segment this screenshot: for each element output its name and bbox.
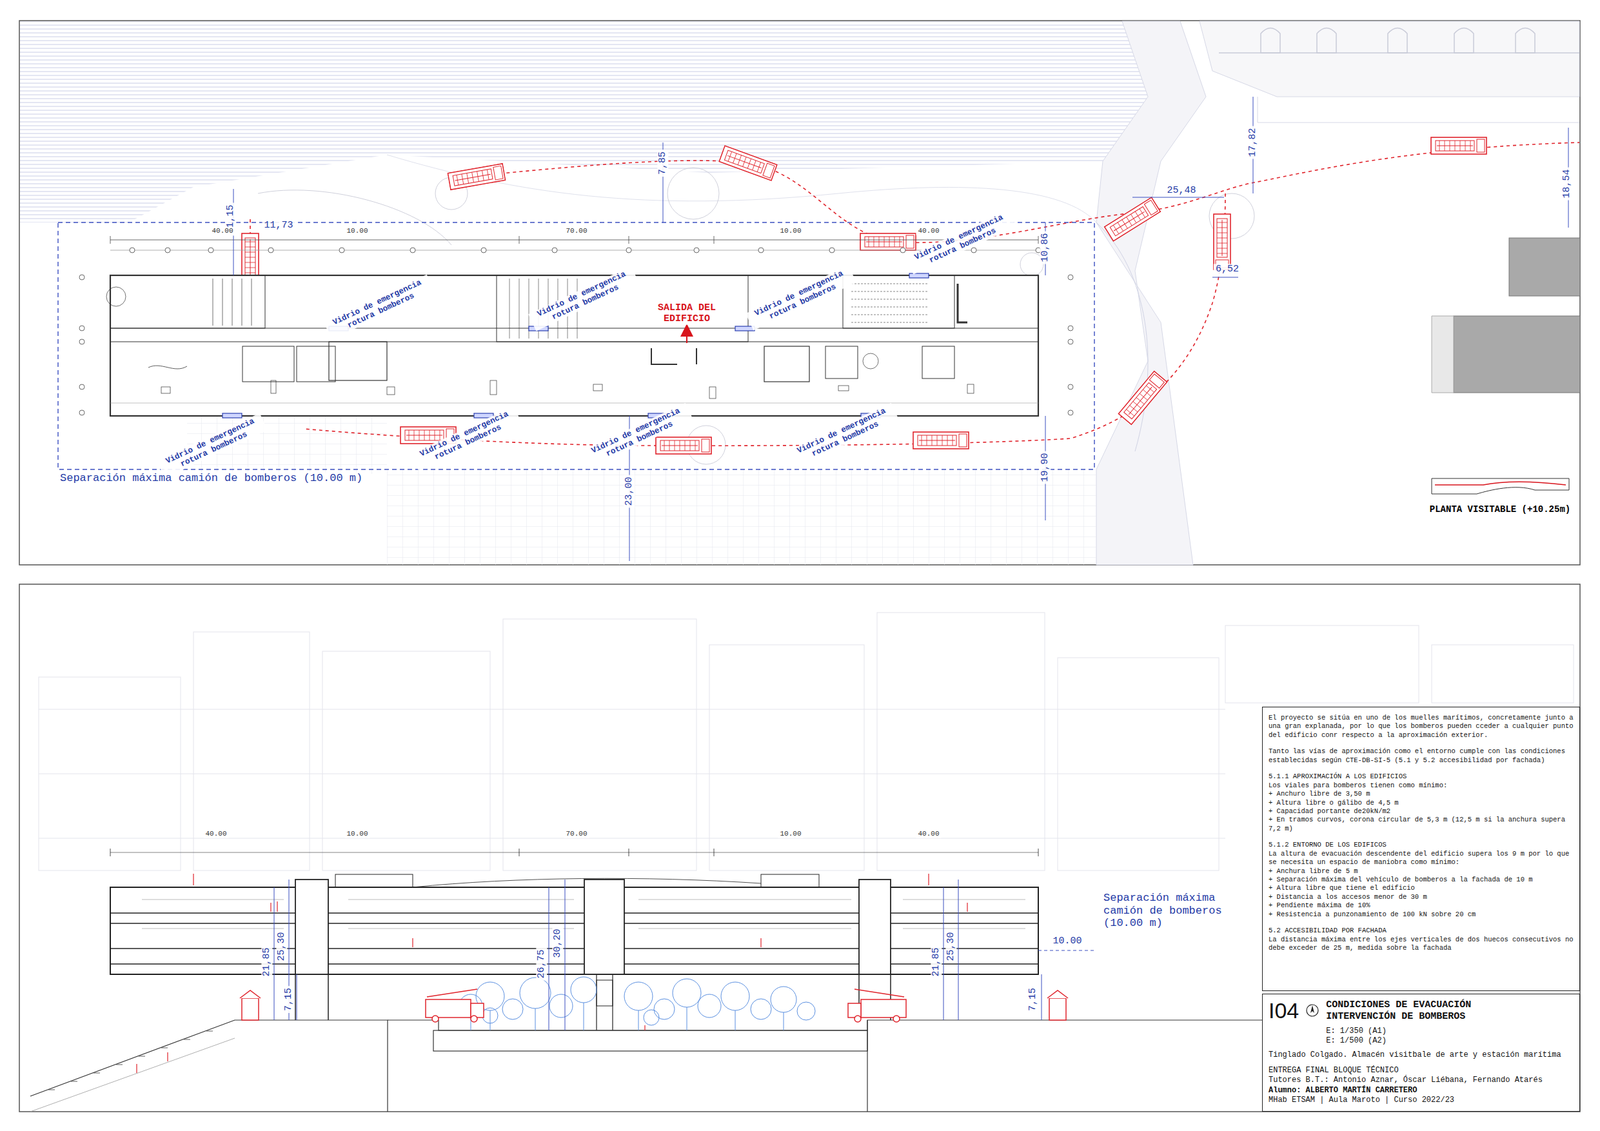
note-text: La altura de evacuación descendente del … <box>1268 849 1574 868</box>
sheet-number: I04 <box>1268 999 1299 1022</box>
title-info: ENTREGA FINAL BLOQUE TÉCNICO <box>1268 1066 1574 1077</box>
dimension-label: 10.00 <box>777 227 803 236</box>
title-info: Tutores B.T.: Antonio Aznar, Óscar Liéba… <box>1268 1075 1574 1087</box>
dimension-lines <box>233 96 1569 562</box>
dimension-label: PLANTA VISITABLE (+10.25m) <box>1427 504 1573 515</box>
dimension-label: 40.00 <box>915 227 941 236</box>
dimension-label: 40.00 <box>915 829 941 839</box>
dimension-label: 17,82 <box>1247 125 1259 159</box>
dimension-label: 7,15 <box>1027 986 1039 1014</box>
dimension-label: 70.00 <box>563 227 589 236</box>
title-info: Tinglado Colgado. Almacén visitbale de a… <box>1268 1050 1574 1061</box>
dimension-label: 10.00 <box>777 829 803 839</box>
note-text: + En tramos curvos, corona circular de 5… <box>1268 815 1574 834</box>
title-info: MHab ETSAM | Aula Maroto | Curso 2022/23 <box>1268 1095 1574 1107</box>
dimension-label: 7,15 <box>283 986 295 1014</box>
dimension-label: 21,85 <box>930 945 942 979</box>
exit-label: SALIDA DEL EDIFICIO <box>646 302 728 326</box>
note-text: + Pendiente máxima de 10% <box>1268 901 1574 910</box>
dimension-label: 30,20 <box>552 926 563 960</box>
dimension-label: 7,85 <box>657 149 669 177</box>
dimension-label: 25,30 <box>945 929 957 963</box>
dimension-label: 26,75 <box>535 947 547 981</box>
dimension-label: 40.00 <box>209 227 235 236</box>
section-ground <box>30 1020 1263 1112</box>
dimension-label: Separación máxima camión de bomberos (10… <box>58 472 365 485</box>
dimension-label: Separación máxima camión de bomberos (10… <box>1101 891 1254 930</box>
title-row: I04 CONDICIONES DE EVACUACIÓN INTERVENCIÓ… <box>1268 999 1574 1047</box>
note-text: + Distancia a los accesos menor de 30 m <box>1268 893 1574 902</box>
dimension-label: 40.00 <box>203 829 229 839</box>
people <box>136 873 968 1074</box>
sheet-title: CONDICIONES DE EVACUACIÓN INTERVENCIÓN D… <box>1325 999 1501 1023</box>
title-info: Alumno: ALBERTO MARTÍN CARRETERO <box>1268 1086 1574 1097</box>
note-text: + Anchura libre de 5 m <box>1268 867 1574 876</box>
dimension-label: 11,73 <box>261 219 295 231</box>
scale-text: E: 1/350 (A1) <box>1325 1026 1501 1038</box>
notes-box: El proyecto se sitúa en uno de los muell… <box>1262 706 1581 992</box>
section-thumbnail <box>1431 478 1570 494</box>
section-building <box>110 848 1039 1031</box>
sheet-frames <box>19 20 1581 1112</box>
note-text: La distancia máxima entre los ejes verti… <box>1268 935 1574 954</box>
dimension-label: 21,85 <box>261 945 273 979</box>
note-text: Tanto las vías de aproximación como el e… <box>1268 747 1574 765</box>
section-dimension-lines <box>274 879 1097 1031</box>
note-text: + Capacidad portante de20kN/m2 <box>1268 807 1574 816</box>
dimension-label: 25,48 <box>1164 185 1198 197</box>
scale-text: E: 1/500 (A2) <box>1325 1036 1501 1047</box>
exit-arrow <box>686 330 688 344</box>
note-text: + Resistencia a punzonamiento de 100 kN … <box>1268 910 1574 919</box>
north-arrow <box>1305 1003 1320 1018</box>
note-text: 5.2 ACCESIBILIDAD POR FACHADA <box>1268 926 1574 936</box>
site-plan-background <box>19 21 1580 565</box>
dimension-label: 10,86 <box>1039 230 1051 264</box>
neighbour-buildings <box>1431 237 1581 393</box>
title-column: CONDICIONES DE EVACUACIÓN INTERVENCIÓN D… <box>1325 999 1501 1047</box>
title-block: I04 CONDICIONES DE EVACUACIÓN INTERVENCIÓ… <box>1262 993 1581 1112</box>
trees <box>459 977 816 1031</box>
dimension-label: 25,30 <box>276 929 287 963</box>
city-wall-arches <box>1218 28 1580 54</box>
note-text: El proyecto se sitúa en uno de los muell… <box>1268 713 1574 740</box>
note-text: Los viales para bomberos tienen como mín… <box>1268 781 1574 791</box>
dimension-label: 10.00 <box>344 829 370 839</box>
note-text: + Altura libre o gálibo de 4,5 m <box>1268 799 1574 808</box>
dimension-label: 70.00 <box>563 829 589 839</box>
note-text: 5.1.2 ENTORNO DE LOS EDIFICOS <box>1268 840 1574 850</box>
dimension-label: 10.00 <box>344 227 370 236</box>
dimension-label: 6,52 <box>1213 263 1241 275</box>
dimension-label: 19,90 <box>1039 450 1051 484</box>
note-text: + Altura libre que tiene el edificio <box>1268 884 1574 893</box>
dimension-label: 23,00 <box>623 474 635 508</box>
dimension-label: 10.00 <box>1050 935 1084 947</box>
note-text: + Anchuro libre de 3,50 m <box>1268 790 1574 799</box>
note-text: + Separación máxima del vehículo de bomb… <box>1268 875 1574 885</box>
note-text: 5.1.1 APROXIMACIÓN A LOS EDIFICIOS <box>1268 772 1574 781</box>
dimension-label: 18,54 <box>1561 167 1573 200</box>
